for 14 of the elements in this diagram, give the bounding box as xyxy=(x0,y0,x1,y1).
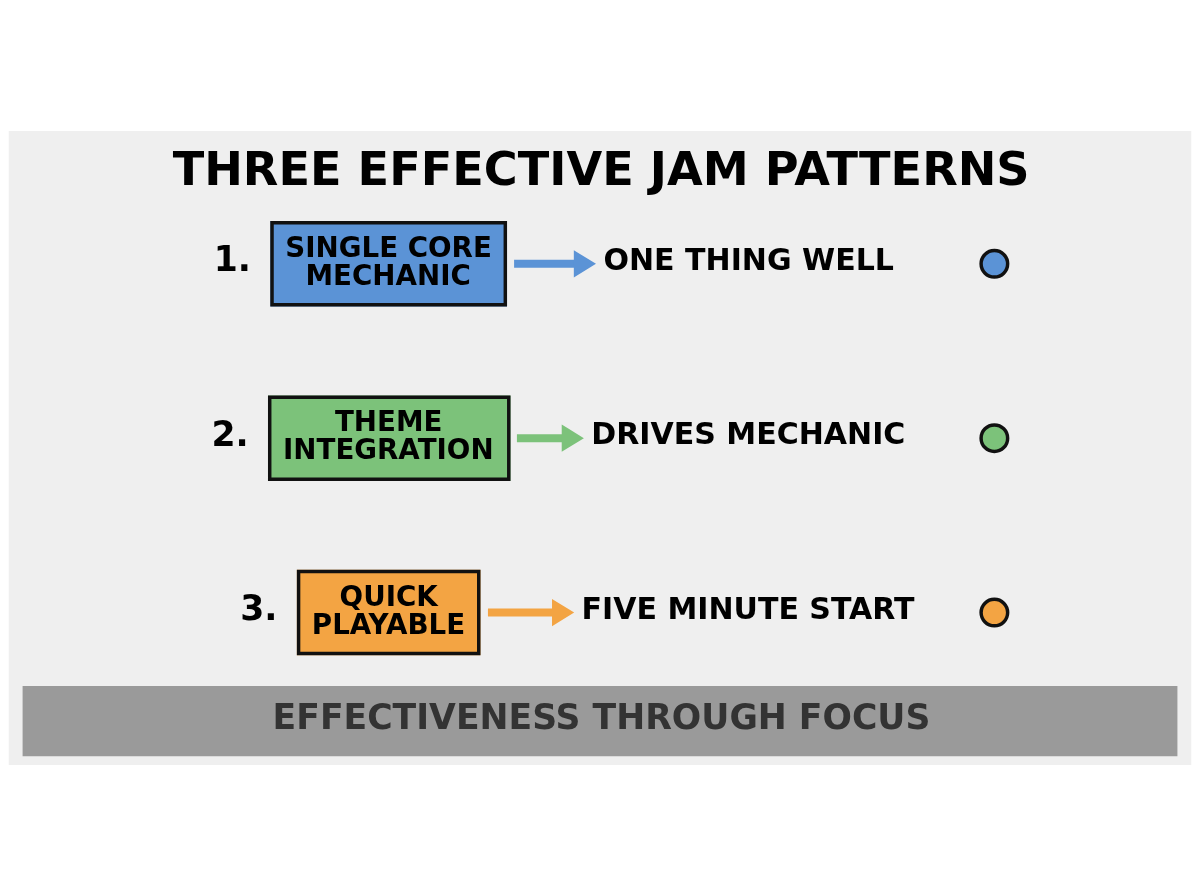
node-label: 1. xyxy=(213,239,251,280)
node-label: 2. xyxy=(211,413,249,454)
node-label: 3. xyxy=(240,588,278,629)
node-circle xyxy=(979,597,1010,628)
arrow xyxy=(516,424,584,452)
arrow xyxy=(487,599,575,627)
node-text: FIVE MINUTE START xyxy=(581,590,915,626)
node-text: DRIVES MECHANIC xyxy=(591,416,906,452)
node-text: ONE THING WELL xyxy=(603,241,894,277)
diagram-title: THREE EFFECTIVE JAM PATTERNS xyxy=(172,142,1030,197)
node-circle xyxy=(979,423,1010,454)
caption: EFFECTIVENESS THROUGH FOCUS xyxy=(272,696,931,737)
node-circle xyxy=(979,248,1010,279)
arrow xyxy=(514,250,596,278)
